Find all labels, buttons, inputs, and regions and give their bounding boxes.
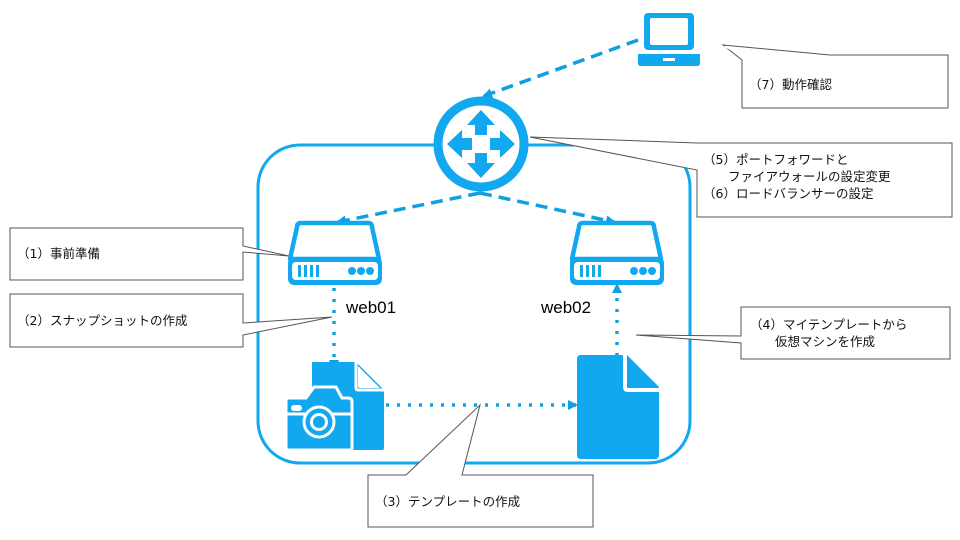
callout-step4-line2: 仮想マシンを作成	[750, 334, 876, 349]
callout-step1-text: （1）事前準備	[17, 246, 100, 261]
callout-step4-line1: （4）マイテンプレートから	[750, 317, 908, 332]
callout-step7	[719, 44, 949, 109]
callout-step4	[635, 306, 951, 360]
snapshot-file-icon[interactable]	[284, 362, 384, 452]
callout-step2	[9, 293, 333, 348]
server-web02-icon[interactable]	[569, 220, 664, 285]
callout-step6-text: （6）ロードバランサーの設定	[703, 186, 874, 201]
connector-router-web01	[336, 191, 481, 226]
callout-step4-text: （4）マイテンプレートから 仮想マシンを作成	[750, 316, 907, 350]
callout-step5-6-text: （5）ポートフォワードと ファイアウォールの設定変更 （6）ロードバランサーの設…	[703, 151, 891, 202]
callout-step5-line2: ファイアウォールの設定変更	[703, 169, 891, 184]
callout-step3-text: （3）テンプレートの作成	[375, 494, 521, 509]
web02-label: web02	[541, 298, 592, 317]
callout-step2-text: （2）スナップショットの作成	[17, 313, 188, 328]
router-icon[interactable]	[433, 96, 529, 192]
callout-step5-6	[529, 136, 953, 218]
callout-step7-text: （7）動作確認	[749, 77, 832, 92]
connector-laptop-router	[482, 38, 639, 98]
connector-router-web02	[479, 191, 616, 226]
callout-step5-line1: （5）ポートフォワードと	[703, 152, 849, 167]
callout-step1	[9, 227, 290, 281]
laptop-icon[interactable]	[638, 13, 700, 66]
web01-label: web01	[346, 298, 397, 317]
callout-step3	[367, 403, 594, 528]
server-web01-icon[interactable]	[287, 220, 382, 285]
template-document-icon[interactable]	[577, 355, 659, 459]
